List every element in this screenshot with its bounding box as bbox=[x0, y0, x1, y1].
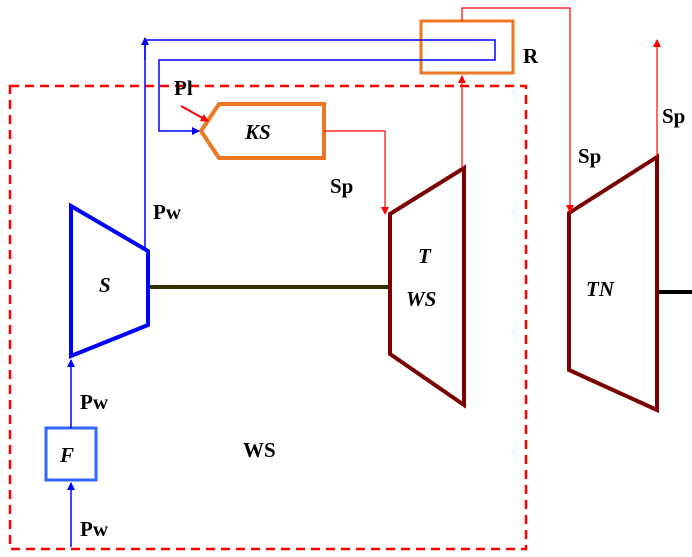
label-pw-s: Pw bbox=[153, 200, 182, 224]
label-sp-right: Sp bbox=[662, 104, 685, 128]
label-ws-turbine: WS bbox=[406, 287, 436, 311]
label-r: R bbox=[523, 44, 539, 68]
label-pw-bottom: Pw bbox=[80, 517, 109, 541]
label-pw-mid: Pw bbox=[80, 390, 109, 414]
ws-boundary bbox=[8, 84, 528, 551]
ks-to-turbine-line bbox=[324, 130, 389, 215]
fuel-inlet-arrow bbox=[180, 105, 209, 122]
recuperator-r bbox=[419, 19, 515, 75]
turbine-tn bbox=[567, 153, 659, 414]
label-f: F bbox=[59, 443, 74, 467]
label-ws-area: WS bbox=[243, 438, 276, 462]
compressor-s bbox=[69, 202, 150, 359]
label-sp-tn-left: Sp bbox=[578, 144, 601, 168]
turbine-t-ws bbox=[388, 164, 466, 409]
label-pl: Pl bbox=[174, 76, 193, 100]
label-ks: KS bbox=[244, 120, 271, 144]
combustion-chamber-ks bbox=[198, 102, 326, 160]
recuperator-to-tn-line bbox=[461, 7, 574, 213]
label-t: T bbox=[418, 244, 432, 268]
label-tn: TN bbox=[586, 277, 615, 301]
label-s: S bbox=[99, 273, 111, 297]
label-sp-ks: Sp bbox=[330, 174, 353, 198]
